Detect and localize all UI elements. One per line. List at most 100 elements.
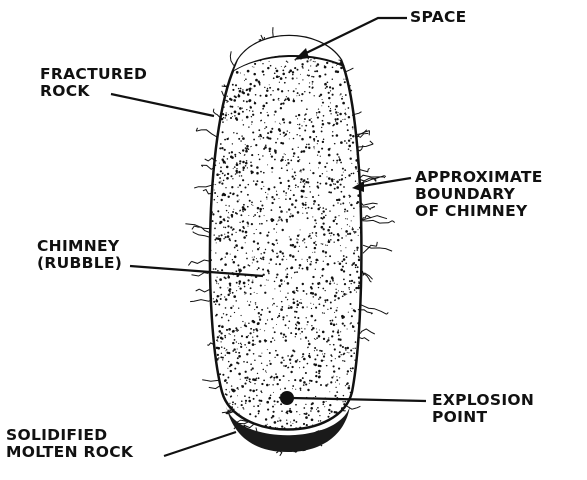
rubble-speck	[239, 90, 242, 93]
rubble-speck	[246, 89, 248, 91]
rubble-speck	[246, 442, 248, 444]
rubble-speck	[256, 180, 258, 182]
rubble-speck	[364, 66, 366, 68]
rubble-speck	[356, 271, 358, 273]
rubble-speck	[266, 196, 268, 198]
rubble-speck	[363, 437, 365, 439]
rubble-speck	[230, 364, 233, 367]
chimney-label: CHIMNEY (RUBBLE)	[37, 238, 122, 272]
rubble-speck	[314, 71, 316, 73]
rubble-speck	[354, 250, 355, 251]
rubble-speck	[353, 413, 355, 415]
rubble-speck	[202, 314, 204, 316]
rubble-speck	[350, 368, 352, 370]
rubble-speck	[297, 239, 298, 240]
rubble-speck	[367, 88, 370, 91]
rubble-speck	[231, 406, 233, 408]
rubble-speck	[373, 310, 374, 311]
rubble-speck	[350, 322, 352, 324]
rubble-speck	[280, 308, 283, 311]
rubble-speck	[270, 94, 272, 96]
rubble-speck	[263, 380, 265, 382]
fracture-crack-branch	[372, 207, 375, 209]
rubble-speck	[217, 202, 218, 203]
rubble-speck	[302, 190, 305, 193]
rubble-speck	[300, 333, 301, 334]
rubble-speck	[227, 45, 229, 47]
rubble-speck	[370, 267, 371, 268]
rubble-speck	[211, 138, 213, 140]
rubble-speck	[215, 69, 217, 71]
rubble-speck	[315, 259, 318, 262]
rubble-speck	[231, 428, 234, 431]
rubble-speck	[219, 181, 221, 183]
rubble-speck	[214, 56, 217, 59]
rubble-speck	[229, 448, 230, 449]
rubble-speck	[364, 331, 366, 333]
rubble-speck	[269, 384, 270, 385]
rubble-speck	[252, 257, 253, 258]
rubble-speck	[233, 45, 234, 46]
rubble-speck	[249, 99, 252, 102]
rubble-speck	[238, 352, 240, 354]
rubble-speck	[276, 223, 278, 225]
rubble-speck	[337, 48, 340, 51]
rubble-speck	[273, 411, 275, 413]
rubble-speck	[323, 228, 325, 230]
rubble-speck	[203, 303, 205, 305]
rubble-speck	[279, 420, 281, 422]
rubble-speck	[346, 210, 348, 212]
rubble-speck	[358, 386, 360, 388]
rubble-speck	[334, 283, 335, 284]
rubble-speck	[297, 359, 298, 360]
rubble-speck	[300, 229, 301, 230]
rubble-speck	[325, 182, 327, 184]
rubble-speck	[217, 139, 218, 140]
rubble-speck	[224, 100, 226, 102]
rubble-speck	[233, 348, 235, 350]
rubble-speck	[334, 216, 336, 218]
rubble-speck	[293, 419, 295, 421]
rubble-speck	[317, 410, 319, 412]
rubble-speck	[253, 139, 255, 141]
rubble-speck	[333, 220, 335, 222]
rubble-speck	[332, 330, 334, 332]
rubble-speck	[232, 193, 234, 195]
rubble-speck	[373, 310, 376, 313]
rubble-speck	[257, 373, 258, 374]
rubble-speck	[345, 78, 346, 79]
rubble-speck	[347, 370, 349, 372]
rubble-speck	[281, 410, 283, 412]
rubble-speck	[245, 231, 248, 234]
space-label: SPACE	[410, 9, 467, 26]
rubble-speck	[333, 365, 335, 367]
chimney-label-line-1: CHIMNEY	[37, 238, 122, 255]
rubble-speck	[239, 47, 241, 49]
rubble-speck	[335, 438, 337, 440]
rubble-speck	[215, 268, 217, 270]
rubble-speck	[335, 358, 336, 359]
rubble-speck	[326, 171, 327, 172]
rubble-speck	[338, 156, 339, 157]
rubble-speck	[314, 251, 315, 252]
rubble-speck	[256, 335, 258, 337]
rubble-speck	[313, 242, 315, 244]
rubble-speck	[341, 291, 342, 292]
rubble-speck	[318, 111, 320, 113]
rubble-speck	[239, 175, 240, 176]
rubble-speck	[213, 84, 214, 85]
rubble-speck	[357, 183, 358, 184]
rubble-speck	[248, 400, 251, 403]
rubble-speck	[323, 138, 325, 140]
rubble-speck	[279, 123, 280, 124]
rubble-speck	[229, 62, 230, 63]
rubble-speck	[245, 165, 247, 167]
rubble-speck	[315, 244, 317, 246]
rubble-speck	[262, 257, 264, 259]
rubble-speck	[218, 60, 220, 62]
rubble-speck	[254, 63, 256, 65]
rubble-speck	[254, 256, 255, 257]
rubble-speck	[297, 186, 299, 188]
rubble-speck	[254, 102, 256, 104]
rubble-speck	[275, 373, 277, 375]
